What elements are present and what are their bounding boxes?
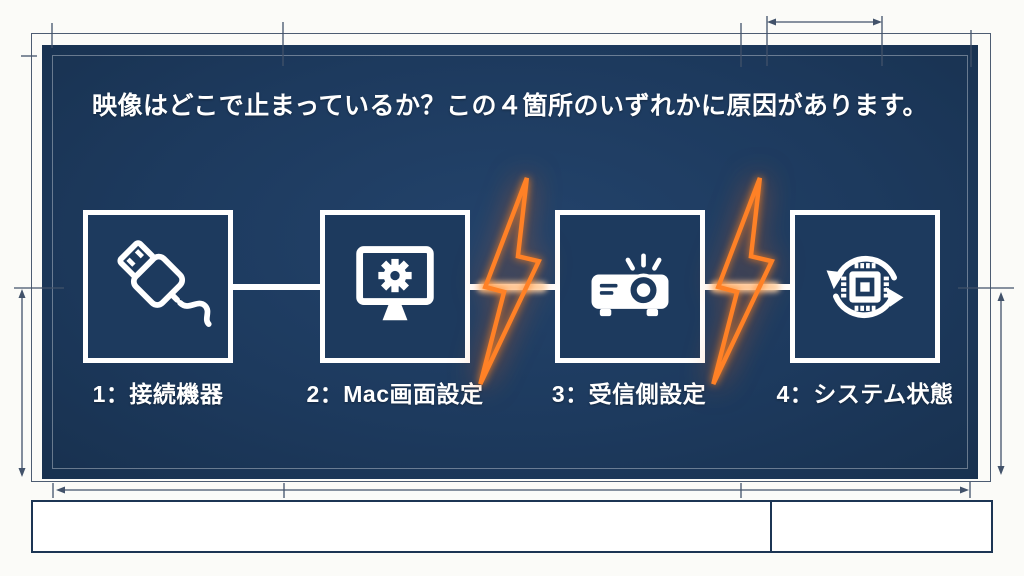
step-label-4: 4：システム状態 [776, 381, 954, 407]
connector-glow [710, 282, 780, 292]
flow-connector-line [233, 282, 790, 292]
step-box-4 [790, 210, 940, 363]
step-label-2: 2：Mac画面設定 [306, 381, 484, 407]
step-label-3: 3：受信側設定 [551, 381, 707, 407]
step-box-3 [555, 210, 705, 363]
lightning-bolt-icon [478, 177, 542, 386]
connector-glow [477, 282, 547, 292]
bottom-caption-cell-right [770, 502, 991, 551]
slide-title: 映像はどこで止まっているか？この４箇所のいずれかに原因があります。 [91, 92, 928, 120]
step-label-1: 1：接続機器 [92, 381, 224, 407]
cpu-refresh-icon [826, 255, 904, 318]
usb-plug-icon [117, 239, 212, 327]
bottom-caption-cell-left [33, 502, 770, 551]
outer-frame [31, 33, 991, 482]
projector-icon [591, 252, 669, 316]
step-box-1 [83, 210, 233, 363]
step-box-2 [320, 210, 470, 363]
bottom-caption-box [31, 500, 993, 553]
monitor-gear-icon [356, 245, 434, 320]
lightning-bolt-icon [711, 177, 775, 386]
